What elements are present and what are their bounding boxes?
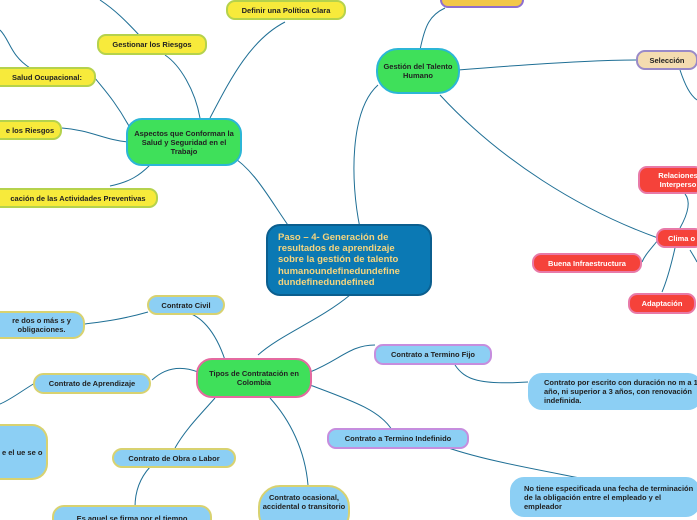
link-tipos-indefinido — [309, 384, 393, 431]
link-fijo-desc — [454, 364, 529, 384]
contrato-obra-node[interactable]: Contrato de Obra o Labor — [112, 448, 236, 468]
contrato-obra-desc[interactable]: Es aquel se firma por el tiempo — [52, 505, 212, 520]
contrato-aprendizaje-desc[interactable]: e el ue se o — [0, 424, 48, 480]
link-central-aspectos — [229, 154, 291, 229]
link-seleccion-down — [679, 69, 697, 101]
contrato-civil-node[interactable]: Contrato Civil — [147, 295, 225, 315]
link-tipos-fijo — [309, 344, 376, 373]
actividades-preventivas-node[interactable]: cación de las Actividades Preventivas — [0, 188, 158, 208]
link-clima-infra — [641, 239, 659, 263]
link-tipos-obra — [174, 397, 216, 449]
link-indefinido-desc — [439, 444, 591, 481]
contrato-indefinido-node[interactable]: Contrato a Termino Indefinido — [327, 428, 469, 449]
adaptacion-node[interactable]: Adaptación — [628, 293, 696, 314]
contrato-civil-desc[interactable]: re dos o más s y obligaciones. — [0, 311, 85, 339]
link-clima-adapt — [661, 247, 676, 293]
contrato-aprendizaje-node[interactable]: Contrato de Aprendizaje — [33, 373, 151, 394]
link-aprendizaje-desc — [0, 382, 36, 405]
contrato-ocasional-node[interactable]: Contrato ocasional, accidental o transit… — [258, 485, 350, 520]
clima-node[interactable]: Clima o — [656, 228, 697, 248]
central-topic[interactable]: Paso – 4- Generación de resultados de ap… — [266, 224, 432, 296]
contrato-fijo-desc[interactable]: Contrato por escrito con duración no m a… — [528, 373, 697, 410]
seleccion-node[interactable]: Selección — [636, 50, 697, 70]
link-gestion-seleccion — [457, 59, 639, 71]
link-salud-top — [0, 29, 31, 69]
riesgos-node[interactable]: e los Riesgos — [0, 120, 62, 140]
link-aspectos-gestionar — [164, 54, 201, 119]
gestion-talento-node[interactable]: Gestión del Talento Humano — [376, 48, 460, 94]
link-aspectos-salud — [94, 77, 131, 129]
link-aspectos-riesgos — [61, 127, 129, 143]
definir-politica-node[interactable]: Definir una Política Clara — [226, 0, 346, 20]
aspectos-node[interactable]: Aspectos que Conforman la Salud y Seguri… — [126, 118, 242, 166]
link-aspectos-actividades — [109, 164, 151, 187]
link-clima-relaciones — [679, 193, 689, 229]
link-central-gestion — [353, 84, 379, 229]
link-tipos-civil — [184, 311, 226, 361]
link-obra-desc — [134, 466, 151, 508]
relaciones-node[interactable]: Relaciones Interperso — [638, 166, 697, 194]
tipos-contratacion-node[interactable]: Tipos de Contratación en Colombia — [196, 358, 312, 398]
contrato-fijo-node[interactable]: Contrato a Termino Fijo — [374, 344, 492, 365]
buena-infraestructura-node[interactable]: Buena Infraestructura — [532, 253, 642, 273]
link-aspectos-definir — [209, 21, 286, 119]
link-gestionar-top — [99, 0, 141, 37]
gestionar-riesgos-node[interactable]: Gestionar los Riesgos — [97, 34, 207, 55]
link-tipos-ocasional — [269, 397, 309, 486]
link-gestion-clima — [439, 94, 659, 239]
link-civil-desc — [84, 311, 149, 325]
link-tipos-aprendizaje — [151, 367, 199, 381]
top-orange-node[interactable] — [440, 0, 524, 8]
salud-ocupacional-node[interactable]: Salud Ocupacional: — [0, 67, 96, 87]
link-gestion-top — [419, 7, 446, 51]
contrato-indefinido-desc[interactable]: No tiene especificada una fecha de termi… — [510, 477, 697, 517]
link-central-tipos — [257, 294, 351, 356]
link-clima-right — [689, 249, 697, 263]
